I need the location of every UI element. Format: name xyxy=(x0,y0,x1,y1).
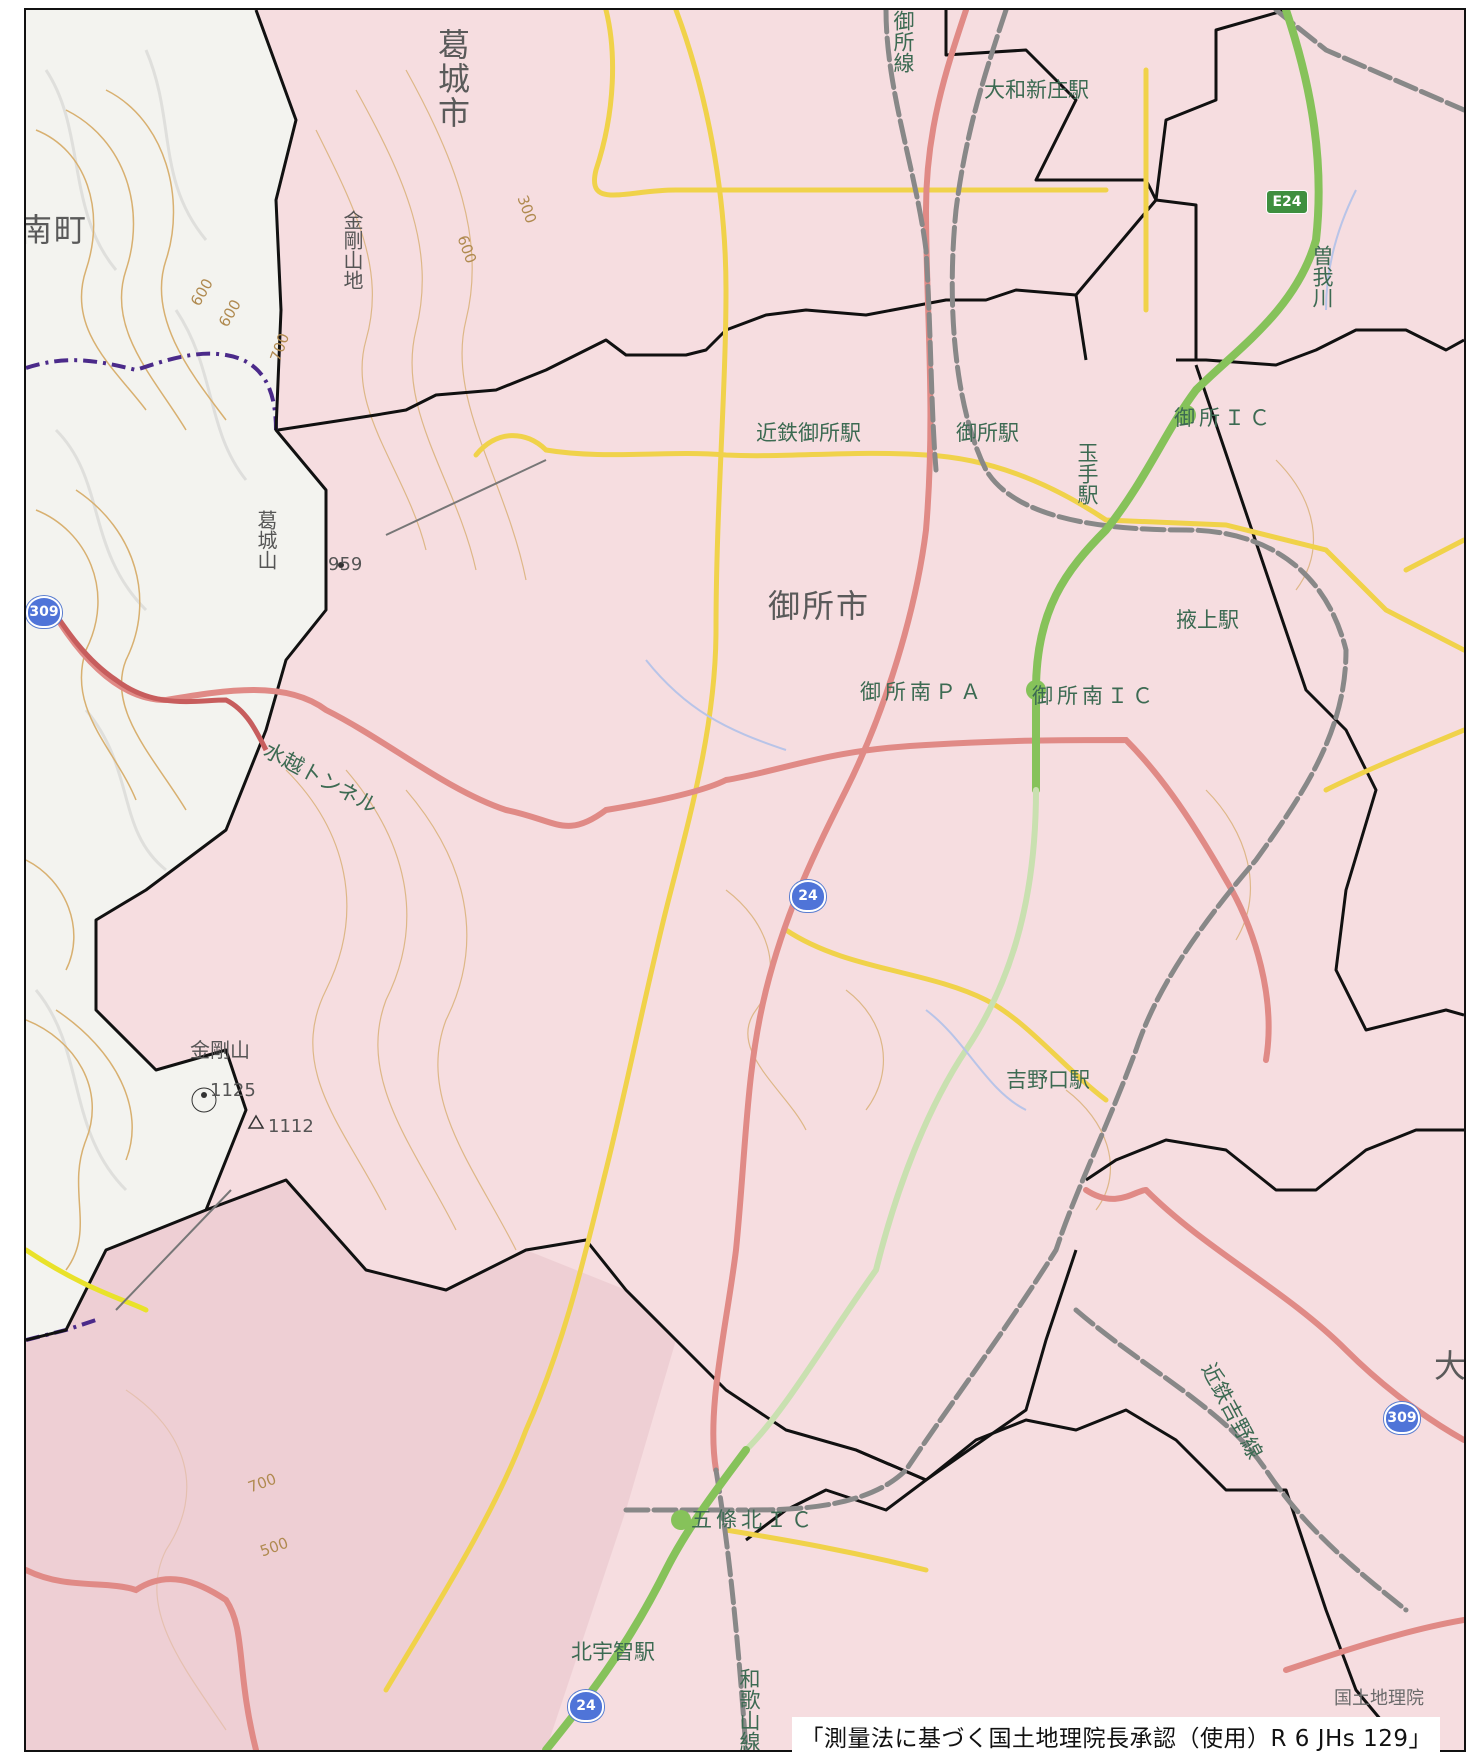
kongo-sanchi-label: 金剛山地 xyxy=(340,210,364,290)
outside-area xyxy=(26,10,326,1340)
katsuragi-summit-marker xyxy=(338,562,344,568)
route-24-shield-central: 24 xyxy=(790,880,826,912)
yoshinoguchi-station-label: 吉野口駅 xyxy=(1006,1068,1090,1092)
wakigami-station-label: 掖上駅 xyxy=(1176,608,1239,632)
contour-lines xyxy=(26,89,227,1271)
prefectural-roads xyxy=(26,10,1464,1693)
prefecture-boundary xyxy=(26,351,278,431)
gose-ic-label: 御所ＩＣ xyxy=(1174,406,1274,430)
map-frame[interactable]: 葛城市 御所市 南町 大 大和新庄駅 近鉄御所駅 御所駅 玉手駅 掖上駅 吉野口… xyxy=(24,8,1466,1752)
soga-river-label: 曽我川 xyxy=(1310,245,1334,308)
katsuragi-elevation-label: 959 xyxy=(328,554,363,575)
kongo-elevation-1125: 1125 xyxy=(210,1080,256,1101)
mizukoshi-approach-road xyxy=(43,598,269,752)
hill-shading xyxy=(34,49,248,1192)
map-canvas[interactable] xyxy=(26,10,1464,1750)
katsuragi-ropeway xyxy=(385,459,547,536)
kintetsu-gose-station-label: 近鉄御所駅 xyxy=(756,421,861,445)
east-municipality-label: 大 xyxy=(1434,1347,1466,1385)
expressway-tunnel-section xyxy=(743,787,1039,1453)
gojo-kita-ic-label: 五條北ＩＣ xyxy=(691,1508,816,1532)
gose-minami-ic-label: 御所南ＩＣ xyxy=(1032,684,1157,708)
yamato-shinjo-station-label: 大和新庄駅 xyxy=(984,78,1089,102)
rivers xyxy=(645,189,1357,1111)
route-309-shield-west: 309 xyxy=(26,596,62,628)
gose-minami-pa-label: 御所南ＰＡ xyxy=(860,680,985,704)
gose-line-label: 御所線 xyxy=(891,10,915,73)
national-roads xyxy=(26,10,1464,1750)
gose-station-label: 御所駅 xyxy=(956,421,1019,445)
southwest-shade xyxy=(26,1180,676,1750)
gose-city-label: 御所市 xyxy=(768,587,871,625)
kongo-mountain-label: 金剛山 xyxy=(190,1038,250,1062)
kongo-summit-marker xyxy=(201,1092,207,1098)
route-24-shield-south: 24 xyxy=(568,1690,604,1722)
wakayama-line-label: 和歌山線 xyxy=(737,1668,761,1752)
kongo-triangulation-marker xyxy=(247,1114,265,1129)
kongo-ropeway xyxy=(115,1189,232,1311)
expressway xyxy=(1032,10,1323,794)
chihaya-town-label: 南町 xyxy=(24,211,89,249)
kongo-elevation-1112: 1112 xyxy=(268,1116,314,1137)
survey-approval-notice: 「測量法に基づく国土地理院長承認（使用）R 6 JHs 129」 xyxy=(792,1717,1440,1755)
municipal-boundaries xyxy=(26,10,1464,1750)
kongo-circle xyxy=(191,1087,217,1113)
gose-minami-pa-marker xyxy=(1026,680,1046,700)
kita-uchi-station-label: 北宇智駅 xyxy=(571,1640,655,1664)
expressway-e24-shield: E24 xyxy=(1266,190,1308,214)
gose-ic-marker xyxy=(1176,405,1196,425)
gsi-attribution: 国土地理院 xyxy=(1334,1688,1424,1709)
route-309-shield-east: 309 xyxy=(1384,1402,1420,1434)
gojo-kita-ic-marker xyxy=(671,1510,691,1530)
railways xyxy=(623,10,1464,1750)
katsuragi-mountain-label: 葛城山 xyxy=(254,510,278,570)
tamade-station-label: 玉手駅 xyxy=(1075,442,1099,505)
katsuragi-city-label: 葛城市 xyxy=(433,28,471,130)
